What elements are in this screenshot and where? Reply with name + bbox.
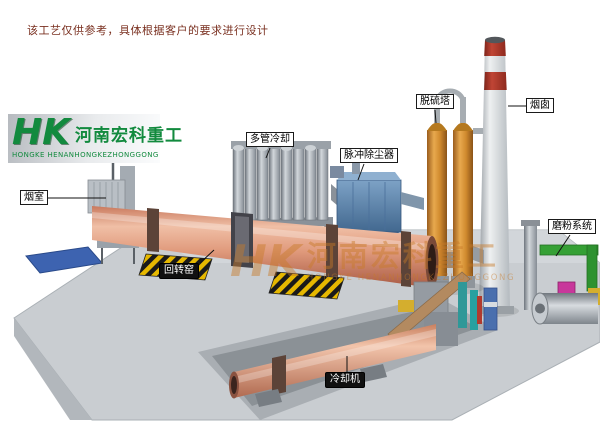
logo-hk-mark: HK [12,112,71,153]
label-pulse-dust-collector: 脉冲除尘器 [340,148,398,163]
label-smoke-chamber: 烟室 [20,190,48,205]
smoke-chamber-assembly [87,148,139,264]
leader-lines [48,105,571,372]
label-desulfurization-tower: 脱硫塔 [416,94,454,109]
logo-company-name-en: HONGKE HENANHONGKEZHONGGONG [12,151,159,160]
label-grinding-system: 磨粉系统 [548,219,596,234]
cooling-machine [229,324,436,407]
label-chimney: 烟囱 [526,98,554,113]
chimney [471,36,519,317]
transfer-equipment [387,271,498,346]
label-cooler-machine: 冷却机 [325,372,365,388]
label-rotary-kiln: 回转窑 [159,263,199,279]
logo-company-name: 河南宏科重工 [75,125,184,146]
label-multi-tube-cooler: 多管冷却 [246,132,294,147]
disclaimer-text: 该工艺仅供参考，具体根据客户的要求进行设计 [27,24,269,37]
grinding-system [521,220,600,325]
company-logo: HK 河南宏科重工 HONGKE HENANHONGKEZHONGGONG [8,112,182,164]
rotary-kiln [92,206,439,288]
